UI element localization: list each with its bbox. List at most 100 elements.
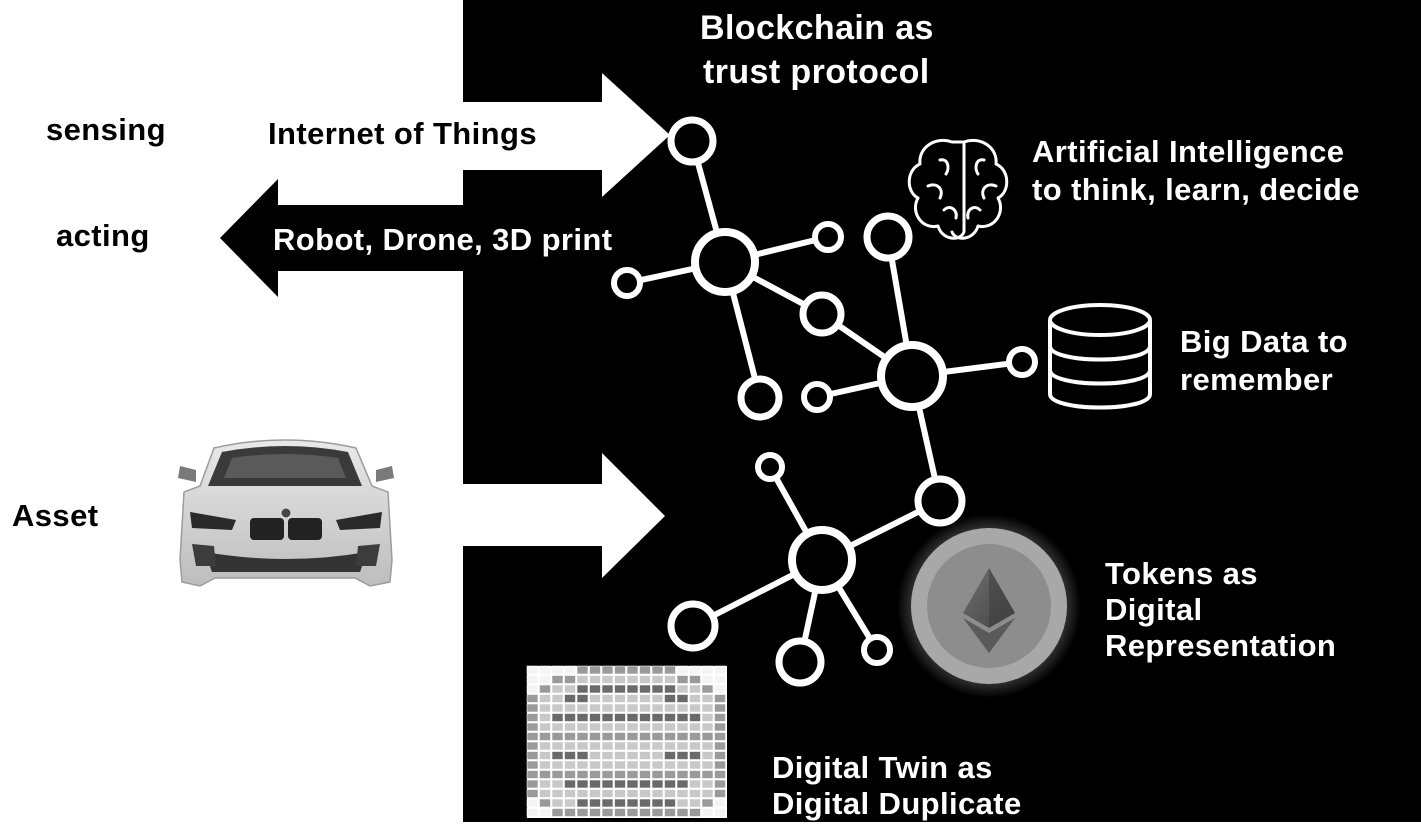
twin-pixel [676,722,689,732]
twin-pixel [626,789,639,798]
node [737,375,783,421]
twin-pixel [626,722,639,732]
twin-pixel [676,741,689,751]
twin-label-line-1: Digital Twin as [772,750,993,785]
twin-pixel [626,751,639,760]
twin-pixel [589,798,601,808]
twin-pixel [664,694,676,703]
tokens-label-line-3: Representation [1105,628,1337,663]
iot-arrow-label: Internet of Things [268,116,537,151]
twin-pixel [564,722,576,732]
twin-pixel [614,684,626,694]
twin-pixel [689,798,701,808]
twin-pixel [626,694,639,703]
twin-pixel [576,779,589,789]
node [691,228,759,296]
twin-pixel [601,808,614,817]
robot-arrow [220,179,680,297]
bigdata-label-line-1: Big Data to [1180,324,1349,359]
twin-pixel [639,808,651,817]
node [812,221,844,253]
twin-pixel [701,665,714,675]
acting-label: acting [56,218,150,253]
twin-pixel [676,798,689,808]
twin-pixel [526,808,539,817]
twin-pixel [526,684,539,694]
twin-pixel [689,808,701,817]
twin-pixel [589,703,601,713]
twin-pixel [626,684,639,694]
twin-pixel [689,789,701,798]
twin-pixel [539,760,551,770]
twin-pixel [564,713,576,722]
twin-pixel [676,751,689,760]
twin-pixel [551,779,564,789]
twin-pixel [701,779,714,789]
twin-pixel [589,713,601,722]
twin-pixel [689,675,701,684]
twin-pixel [576,675,589,684]
twin-pixel [689,779,701,789]
twin-pixel [651,694,664,703]
iot-arrow [238,73,670,197]
twin-pixel [639,770,651,779]
network-nodes [611,116,1038,687]
twin-pixel [601,770,614,779]
twin-pixel [676,694,689,703]
twin-pixel [626,703,639,713]
twin-pixel [664,675,676,684]
node [755,452,785,482]
node [877,341,947,411]
twin-pixel [551,808,564,817]
twin-pixel [576,741,589,751]
twin-pixel [714,713,726,722]
node [788,526,856,594]
twin-pixel [601,665,614,675]
twin-pixel [676,808,689,817]
twin-pixel [539,798,551,808]
twin-pixel [526,703,539,713]
twin-pixel [564,665,576,675]
twin-pixel [714,675,726,684]
twin-pixel [576,789,589,798]
twin-pixel [639,751,651,760]
twin-pixel [664,722,676,732]
twin-pixel [589,732,601,741]
twin-pixel [701,798,714,808]
twin-pixel [689,713,701,722]
twin-pixel [539,722,551,732]
twin-pixel [689,703,701,713]
twin-pixel [651,751,664,760]
twin-pixel [614,665,626,675]
twin-pixel [526,770,539,779]
twin-pixel [651,808,664,817]
twin-pixel [614,808,626,817]
twin-pixel [539,741,551,751]
twin-pixel [539,751,551,760]
twin-pixel [539,684,551,694]
twin-pixel [589,684,601,694]
twin-pixel [576,751,589,760]
twin-pixel [564,694,576,703]
twin-pixel [714,703,726,713]
twin-pixel [589,808,601,817]
twin-pixel [589,789,601,798]
twin-pixel [601,703,614,713]
twin-pixel [626,770,639,779]
twin-pixel [714,760,726,770]
twin-pixel [564,789,576,798]
twin-pixel [576,694,589,703]
twin-pixel [564,684,576,694]
twin-pixel [651,675,664,684]
node [863,212,913,262]
twin-pixel [526,732,539,741]
twin-pixel [526,665,539,675]
twin-pixel [601,789,614,798]
ai-label-line-2: to think, learn, decide [1032,172,1360,207]
twin-pixel [639,722,651,732]
twin-pixel [614,789,626,798]
node [861,634,893,666]
twin-pixel [651,665,664,675]
twin-pixel [664,665,676,675]
twin-pixel [589,779,601,789]
